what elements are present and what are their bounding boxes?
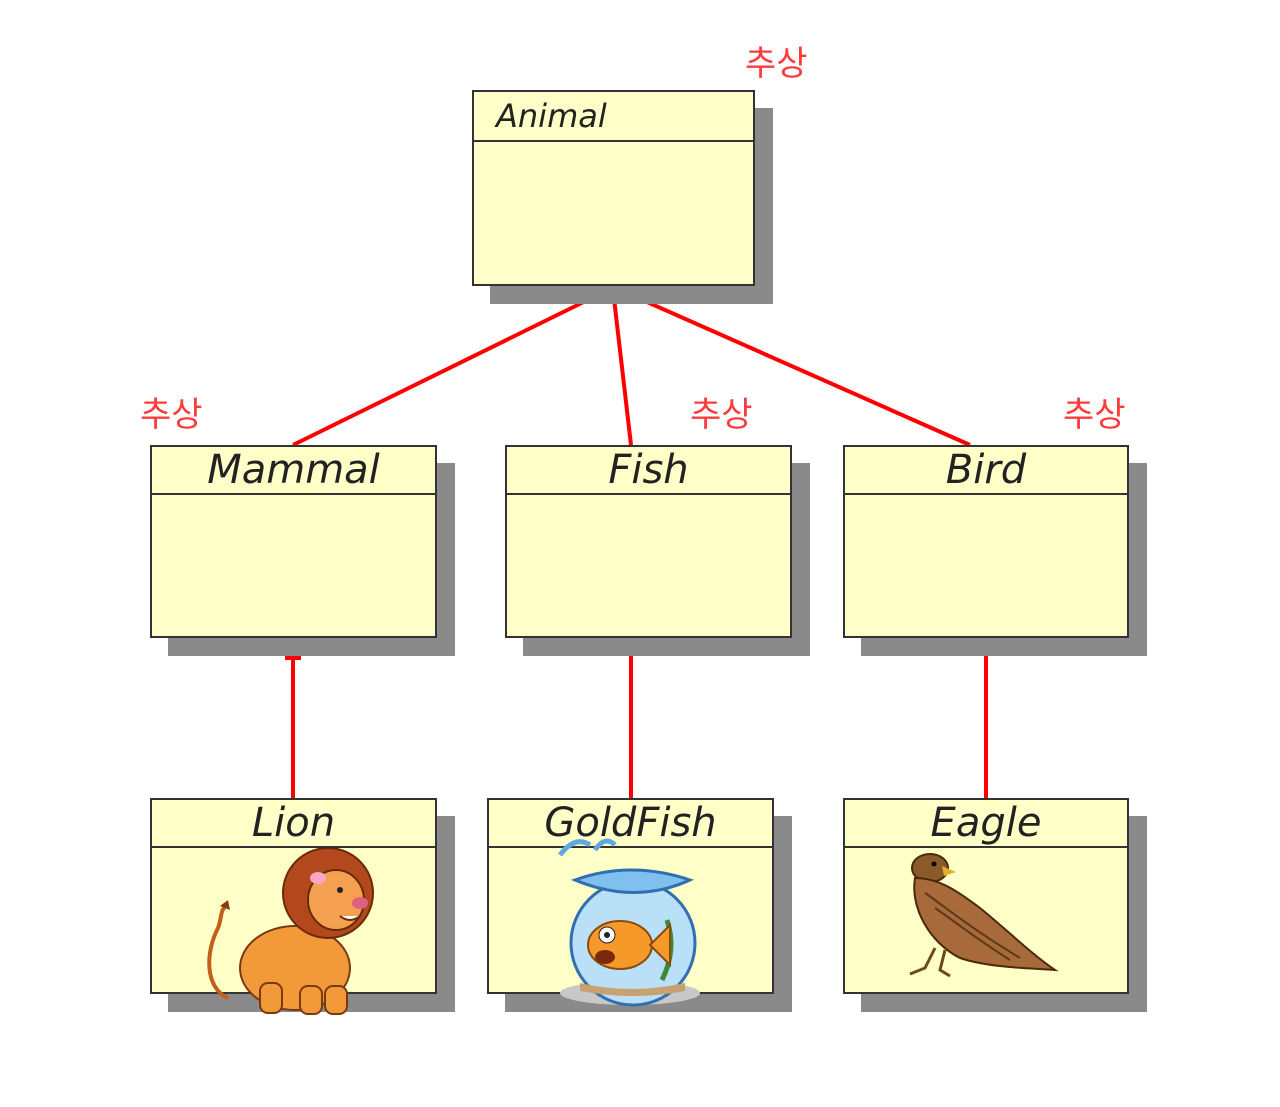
lion-clipart-icon (207, 848, 374, 1015)
fish-class-body (507, 495, 790, 636)
mammal-stereotype-label: 추상 (140, 395, 203, 435)
fish-to-animal-line (611, 289, 633, 446)
animal-stereotype-label: 추상 (745, 44, 808, 84)
animal-arrowhead (590, 282, 632, 298)
bird-arrowhead (977, 638, 995, 656)
animal-class-body (474, 142, 753, 286)
goldfish-bowl-clipart-icon (558, 838, 700, 1007)
bird-to-animal-line (619, 288, 971, 447)
fish-stereotype-label: 추상 (690, 395, 753, 435)
animal-class-box[interactable]: Animal (472, 90, 755, 286)
fish-class-name: Fish (507, 447, 790, 495)
mammal-class-box[interactable]: Mammal (150, 445, 437, 638)
lion-class-name: Lion (152, 800, 435, 848)
mammal-class-body (152, 495, 435, 636)
goldfish-class-name: GoldFish (489, 800, 772, 848)
eagle-class-name: Eagle (845, 800, 1127, 848)
animal-class-name: Animal (474, 92, 753, 142)
fish-arrowhead (622, 638, 640, 656)
eagle-clipart-icon (909, 853, 1059, 978)
bird-stereotype-label: 추상 (1063, 395, 1126, 435)
bird-class-name: Bird (845, 447, 1127, 495)
mammal-to-animal-line (292, 288, 609, 447)
bird-class-body (845, 495, 1127, 636)
fish-class-box[interactable]: Fish (505, 445, 792, 638)
mammal-arrowhead (285, 655, 301, 660)
bird-class-box[interactable]: Bird (843, 445, 1129, 638)
mammal-class-name: Mammal (152, 447, 435, 495)
